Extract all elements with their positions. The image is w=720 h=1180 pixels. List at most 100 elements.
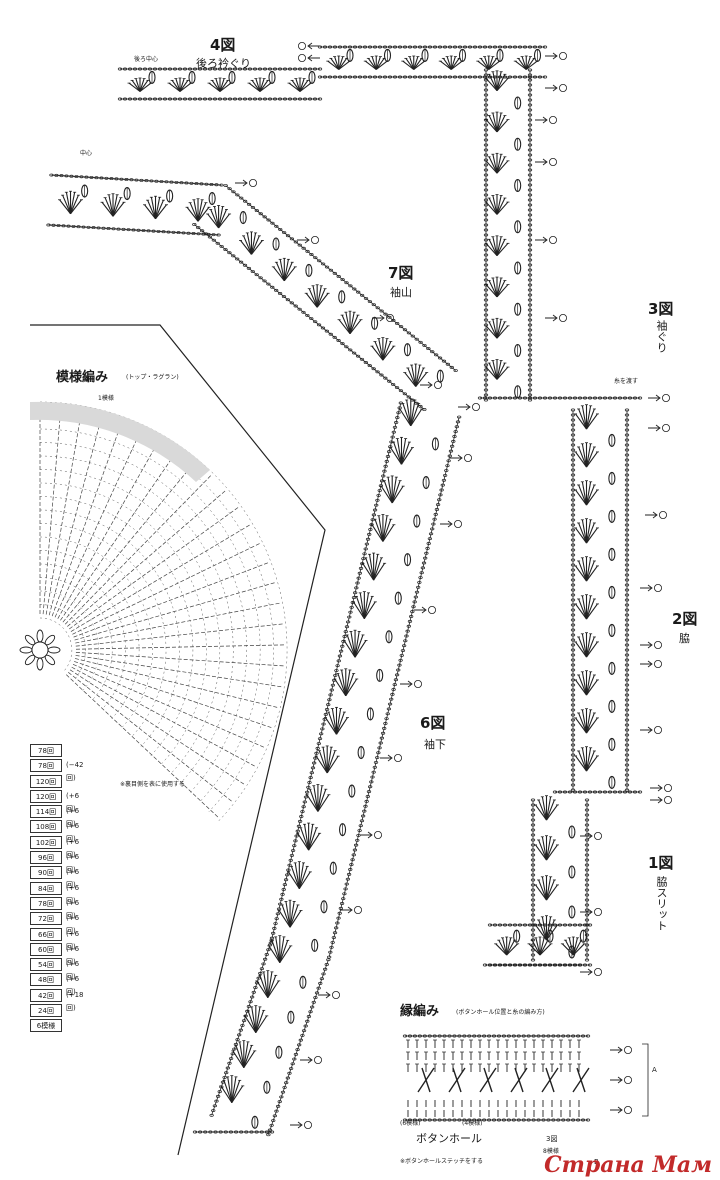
chain-stitch — [527, 118, 533, 122]
row-arrows — [235, 42, 673, 1130]
yoke-round — [39, 455, 234, 785]
chain-stitch — [570, 613, 576, 617]
fan-stitch — [399, 408, 412, 427]
chain-stitch — [472, 45, 478, 49]
chain-stitch — [154, 179, 159, 183]
chain-stitch — [326, 958, 331, 962]
chain-stitch — [269, 938, 274, 942]
fan-stitch — [404, 372, 417, 387]
chain-stitch — [597, 790, 603, 794]
chain-stitch — [537, 45, 543, 49]
chain-stitch — [496, 1118, 502, 1122]
chain-stitch — [570, 433, 576, 437]
fan-stitch — [341, 314, 351, 334]
fan-stitch — [305, 292, 318, 308]
chain-row — [225, 185, 456, 371]
chain-stitch — [295, 1048, 300, 1052]
chain-stitch — [207, 97, 213, 101]
chain-stitch — [352, 287, 357, 291]
chain-stitch — [189, 181, 194, 185]
chain-stitch — [483, 363, 489, 367]
edging-left-stitch: (6模様) — [400, 1120, 421, 1127]
fan-stitch — [415, 364, 421, 387]
fan-stitch — [578, 446, 588, 468]
chain-stitch — [492, 396, 498, 400]
fan-stitch — [255, 78, 261, 92]
row-number-marker — [654, 584, 663, 593]
chain-row — [194, 224, 425, 410]
chain-stitch — [527, 308, 533, 312]
chain-stitch — [527, 248, 533, 252]
fan-stitch — [308, 827, 318, 851]
chain-stitch — [584, 823, 590, 827]
chain-stitch — [570, 783, 576, 787]
row-count-cell: 72回 — [30, 912, 62, 926]
fan-stitch — [578, 598, 588, 620]
fan-stitch — [354, 634, 364, 658]
fan-stitch — [488, 197, 498, 215]
fan-stitch — [546, 804, 558, 821]
chain-stitch — [305, 249, 310, 253]
chain-stitch — [244, 1130, 249, 1134]
chain-stitch — [587, 963, 593, 967]
chain-stitch — [570, 598, 576, 602]
chain-stitch — [137, 97, 143, 101]
row-arrow — [535, 116, 548, 124]
chain-stitch — [570, 558, 576, 562]
row-number-marker — [433, 380, 442, 389]
chain-stitch — [166, 230, 171, 234]
chain-stitch — [262, 215, 267, 219]
row-number-marker — [594, 908, 603, 917]
row-number-marker — [471, 402, 480, 411]
chain-stitch — [252, 67, 258, 71]
chain-stitch — [632, 396, 638, 400]
chain-stitch — [482, 45, 488, 49]
fan-stitch — [575, 641, 587, 658]
chain-stitch — [362, 75, 368, 79]
chain-stitch — [279, 897, 284, 901]
edging-label-b: B — [594, 1158, 599, 1166]
fan-stitch — [368, 554, 375, 581]
fan-stitch — [581, 671, 588, 696]
center-petal — [47, 646, 61, 654]
chain-stitch — [453, 430, 458, 434]
chain-stitch — [432, 1118, 437, 1122]
chain-stitch — [531, 1034, 536, 1038]
fan-stitch — [380, 485, 393, 504]
chain-stitch — [624, 768, 630, 772]
chain-stitch — [345, 620, 351, 624]
fan-stitch — [496, 160, 509, 174]
fan-stitch — [186, 206, 199, 222]
chain-stitch — [527, 188, 533, 192]
chain-stitch — [374, 503, 379, 507]
row-count-cell: 6模様 — [30, 1019, 62, 1033]
chain-stitch — [530, 933, 536, 937]
chain-stitch — [584, 933, 590, 937]
chain-stitch — [292, 1057, 297, 1061]
chain-stitch — [439, 488, 444, 492]
fan-stitch — [299, 78, 305, 92]
chain-stitch — [327, 955, 332, 959]
chain-stitch — [497, 923, 503, 927]
fig3-thread-note: 糸を渡す — [614, 378, 639, 385]
chain-stitch — [452, 75, 458, 79]
chain-stitch — [432, 45, 438, 49]
chain-stitch — [483, 168, 489, 172]
chain-stitch — [285, 1076, 290, 1080]
chain-stitch — [487, 45, 493, 49]
fan-stitch — [375, 58, 385, 70]
fan-stitch — [501, 937, 508, 956]
chain-stitch — [383, 722, 388, 725]
row-arrow — [535, 158, 548, 166]
chain-stitch — [382, 469, 387, 473]
chain-stitch — [395, 416, 400, 420]
chain-stitch — [483, 133, 489, 137]
chain-stitch — [207, 67, 213, 71]
chain-stitch — [527, 313, 533, 317]
chain-stitch — [394, 386, 400, 389]
chain-stitch — [348, 284, 353, 288]
chain-stitch — [411, 605, 416, 609]
chain-stitch — [169, 180, 174, 184]
chain-stitch — [624, 473, 630, 477]
chain-stitch — [607, 790, 613, 794]
